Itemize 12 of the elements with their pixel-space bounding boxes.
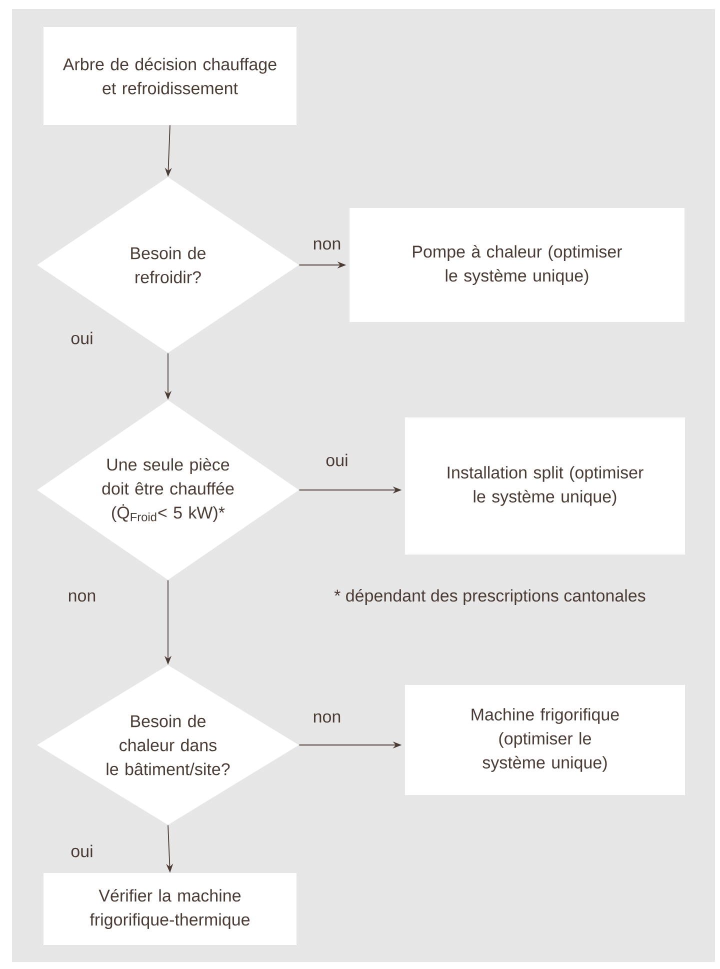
edge-label: non bbox=[314, 713, 340, 723]
footnote: * dépendant des prescriptions cantonales bbox=[334, 588, 646, 606]
edge-label: oui bbox=[71, 332, 92, 344]
process-box: Vérifier la machine frigorifique-thermique bbox=[44, 873, 296, 945]
process-box: Arbre de décision chauffage et refroidissement bbox=[44, 27, 296, 125]
edge-label: oui bbox=[326, 454, 348, 466]
edge-label: oui bbox=[71, 844, 92, 858]
process-box: Installation split (optimiser le système unique) bbox=[405, 418, 685, 554]
process-box: Machine frigorifique (optimiser le système unique) bbox=[405, 685, 685, 795]
process-box: Pompe à chaleur (optimiser le système unique) bbox=[350, 208, 684, 322]
edge-label: non bbox=[68, 592, 96, 602]
edge-label: non bbox=[314, 240, 340, 250]
